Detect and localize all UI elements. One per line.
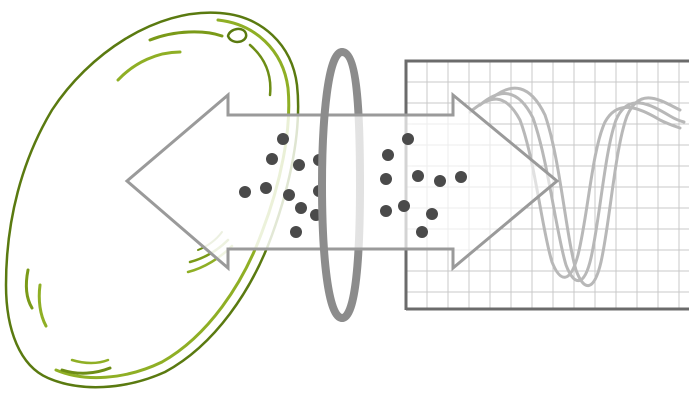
particle-dot [416, 226, 428, 238]
cell-fibril [26, 270, 32, 308]
particle-dot [283, 189, 295, 201]
particle-dot [412, 170, 424, 182]
particle-dot [380, 205, 392, 217]
particle-dot [266, 153, 278, 165]
cell-fibril [250, 45, 270, 95]
particle-dot [426, 208, 438, 220]
particle-dot [239, 186, 251, 198]
particle-dot [295, 202, 307, 214]
particle-dot [434, 175, 446, 187]
particle-dot [293, 159, 305, 171]
cell-fibril [62, 368, 110, 373]
particle-dot [277, 133, 289, 145]
cell-fibril [150, 32, 222, 40]
particle-dot [382, 149, 394, 161]
particle-dot [380, 173, 392, 185]
particle-dot [260, 182, 272, 194]
particle-dot [398, 200, 410, 212]
particle-dot [290, 226, 302, 238]
particle-dot [402, 133, 414, 145]
cell-fibril [72, 360, 108, 363]
cell-vacuole-ring [228, 29, 246, 42]
cell-fibril [118, 52, 180, 80]
particle-dot [455, 171, 467, 183]
cell-fibril [39, 285, 46, 326]
